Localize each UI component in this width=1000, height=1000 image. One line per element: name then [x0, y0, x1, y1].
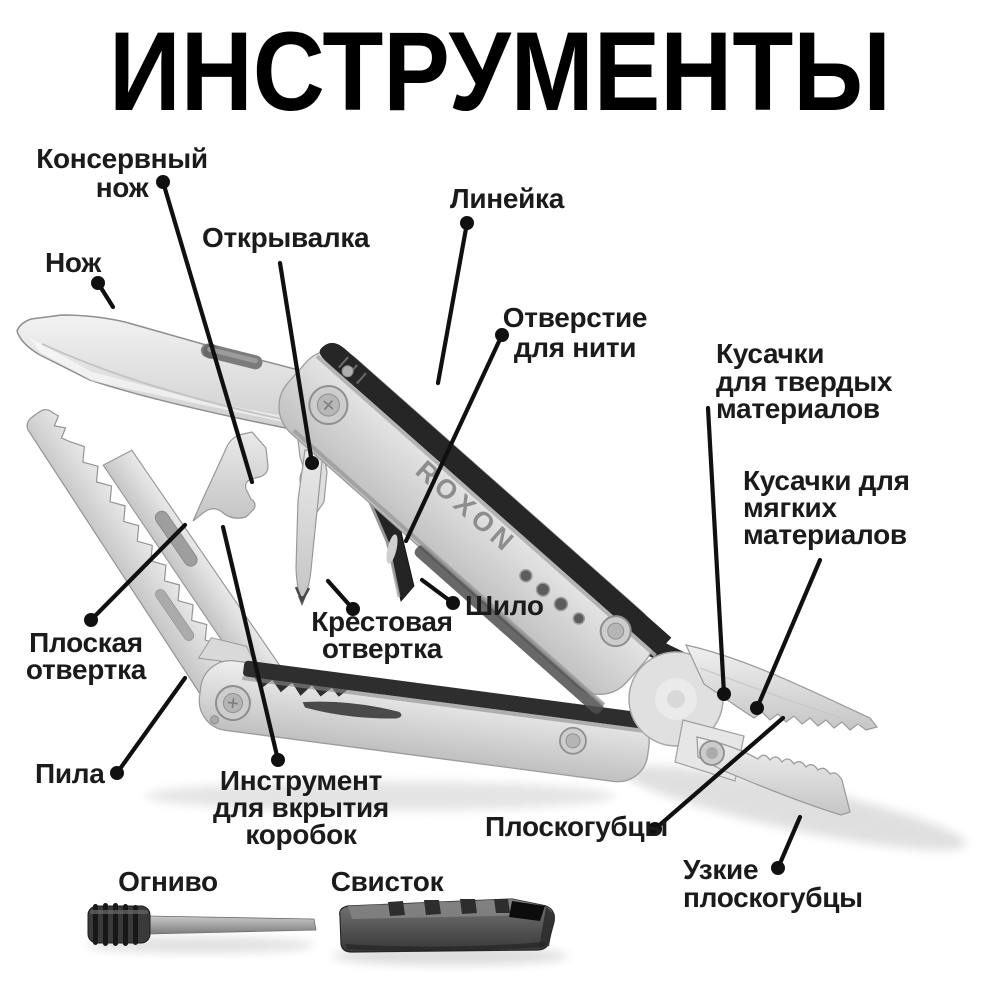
- label-soft-cutters: материалов: [743, 519, 907, 550]
- label-box-opener: для вкрытия: [213, 792, 389, 823]
- leader-thread-hole: [403, 328, 509, 544]
- screw: [214, 685, 251, 722]
- saw-flat-bundle: [26, 409, 283, 704]
- whistle-grooves: [388, 899, 510, 916]
- label-needle-pliers: Узкие: [683, 854, 758, 885]
- leader-phillips: [325, 578, 360, 616]
- label-hard-cutters: материалов: [716, 393, 880, 424]
- label-thread-hole: Отверстие: [503, 302, 647, 333]
- leader-lines: [84, 175, 823, 875]
- lanyard-hole: [341, 365, 354, 378]
- label-phillips: отвертка: [322, 633, 443, 664]
- fire-starter-rod: [87, 903, 317, 946]
- label-hard-cutters: для твердых: [716, 366, 893, 397]
- label-phillips: Крестовая: [311, 606, 452, 637]
- leader-saw: [110, 675, 188, 780]
- leader-can-opener: [156, 175, 255, 485]
- leader-awl: [419, 577, 460, 610]
- whistle-body: [339, 898, 555, 953]
- top-handle: ROXON: [278, 342, 672, 714]
- label-bottle-opener: Открывалка: [202, 222, 370, 253]
- leader-box-opener: [220, 524, 285, 767]
- shadows: [85, 765, 967, 965]
- screw: [699, 740, 725, 766]
- label-soft-cutters: Кусачки для: [743, 465, 910, 496]
- screw: [308, 385, 349, 426]
- label-whistle: Свисток: [331, 866, 445, 897]
- leader-hard-cutters: [705, 405, 731, 701]
- handle-recess: [302, 701, 402, 719]
- label-box-opener: коробок: [245, 819, 358, 850]
- label-hard-cutters: Кусачки: [716, 338, 824, 369]
- saw-blade: [26, 409, 231, 704]
- label-box-opener: Инструмент: [220, 765, 382, 796]
- leader-knife: [91, 276, 116, 310]
- handle-pin: [210, 715, 220, 725]
- thread-hole: [386, 534, 398, 564]
- can-opener-tool: [192, 431, 269, 522]
- leader-needle-pliers: [771, 814, 803, 875]
- handle-under-edge: [414, 545, 604, 714]
- label-knife: Нож: [45, 247, 102, 278]
- handle-holes: [519, 568, 586, 625]
- label-fire-starter: Огниво: [118, 866, 218, 897]
- leader-ruler: [435, 216, 474, 386]
- label-saw: Пила: [35, 758, 105, 789]
- screw: [599, 615, 632, 648]
- label-flat-screwdriver: Плоская: [29, 627, 143, 658]
- ruler-strip: [319, 342, 672, 655]
- leader-bottle-opener: [277, 260, 319, 470]
- labels: Консервный нож Нож Открывалка Линейка От…: [26, 143, 910, 913]
- label-awl: Шило: [465, 590, 544, 621]
- page-title: ИНСТРУМЕНТЫ: [109, 9, 891, 134]
- label-needle-pliers: плоскогубцы: [683, 882, 863, 913]
- leader-pliers: [648, 715, 786, 836]
- label-soft-cutters: мягких: [743, 492, 837, 523]
- phillips-screwdriver-tool: [294, 449, 324, 606]
- screw: [559, 726, 587, 755]
- label-ruler: Линейка: [450, 183, 565, 214]
- label-can-opener: Консервный: [36, 143, 208, 174]
- leader-soft-cutters: [750, 557, 823, 715]
- leader-flat-screwdriver: [84, 522, 188, 627]
- label-flat-screwdriver: отвертка: [26, 654, 147, 685]
- whistle-slot: [509, 901, 545, 921]
- label-pliers: Плоскогубцы: [485, 811, 668, 842]
- handle-channel: [243, 660, 655, 730]
- label-thread-hole: для нити: [514, 332, 636, 363]
- lower-handle: [197, 637, 655, 783]
- label-can-opener: нож: [96, 172, 150, 203]
